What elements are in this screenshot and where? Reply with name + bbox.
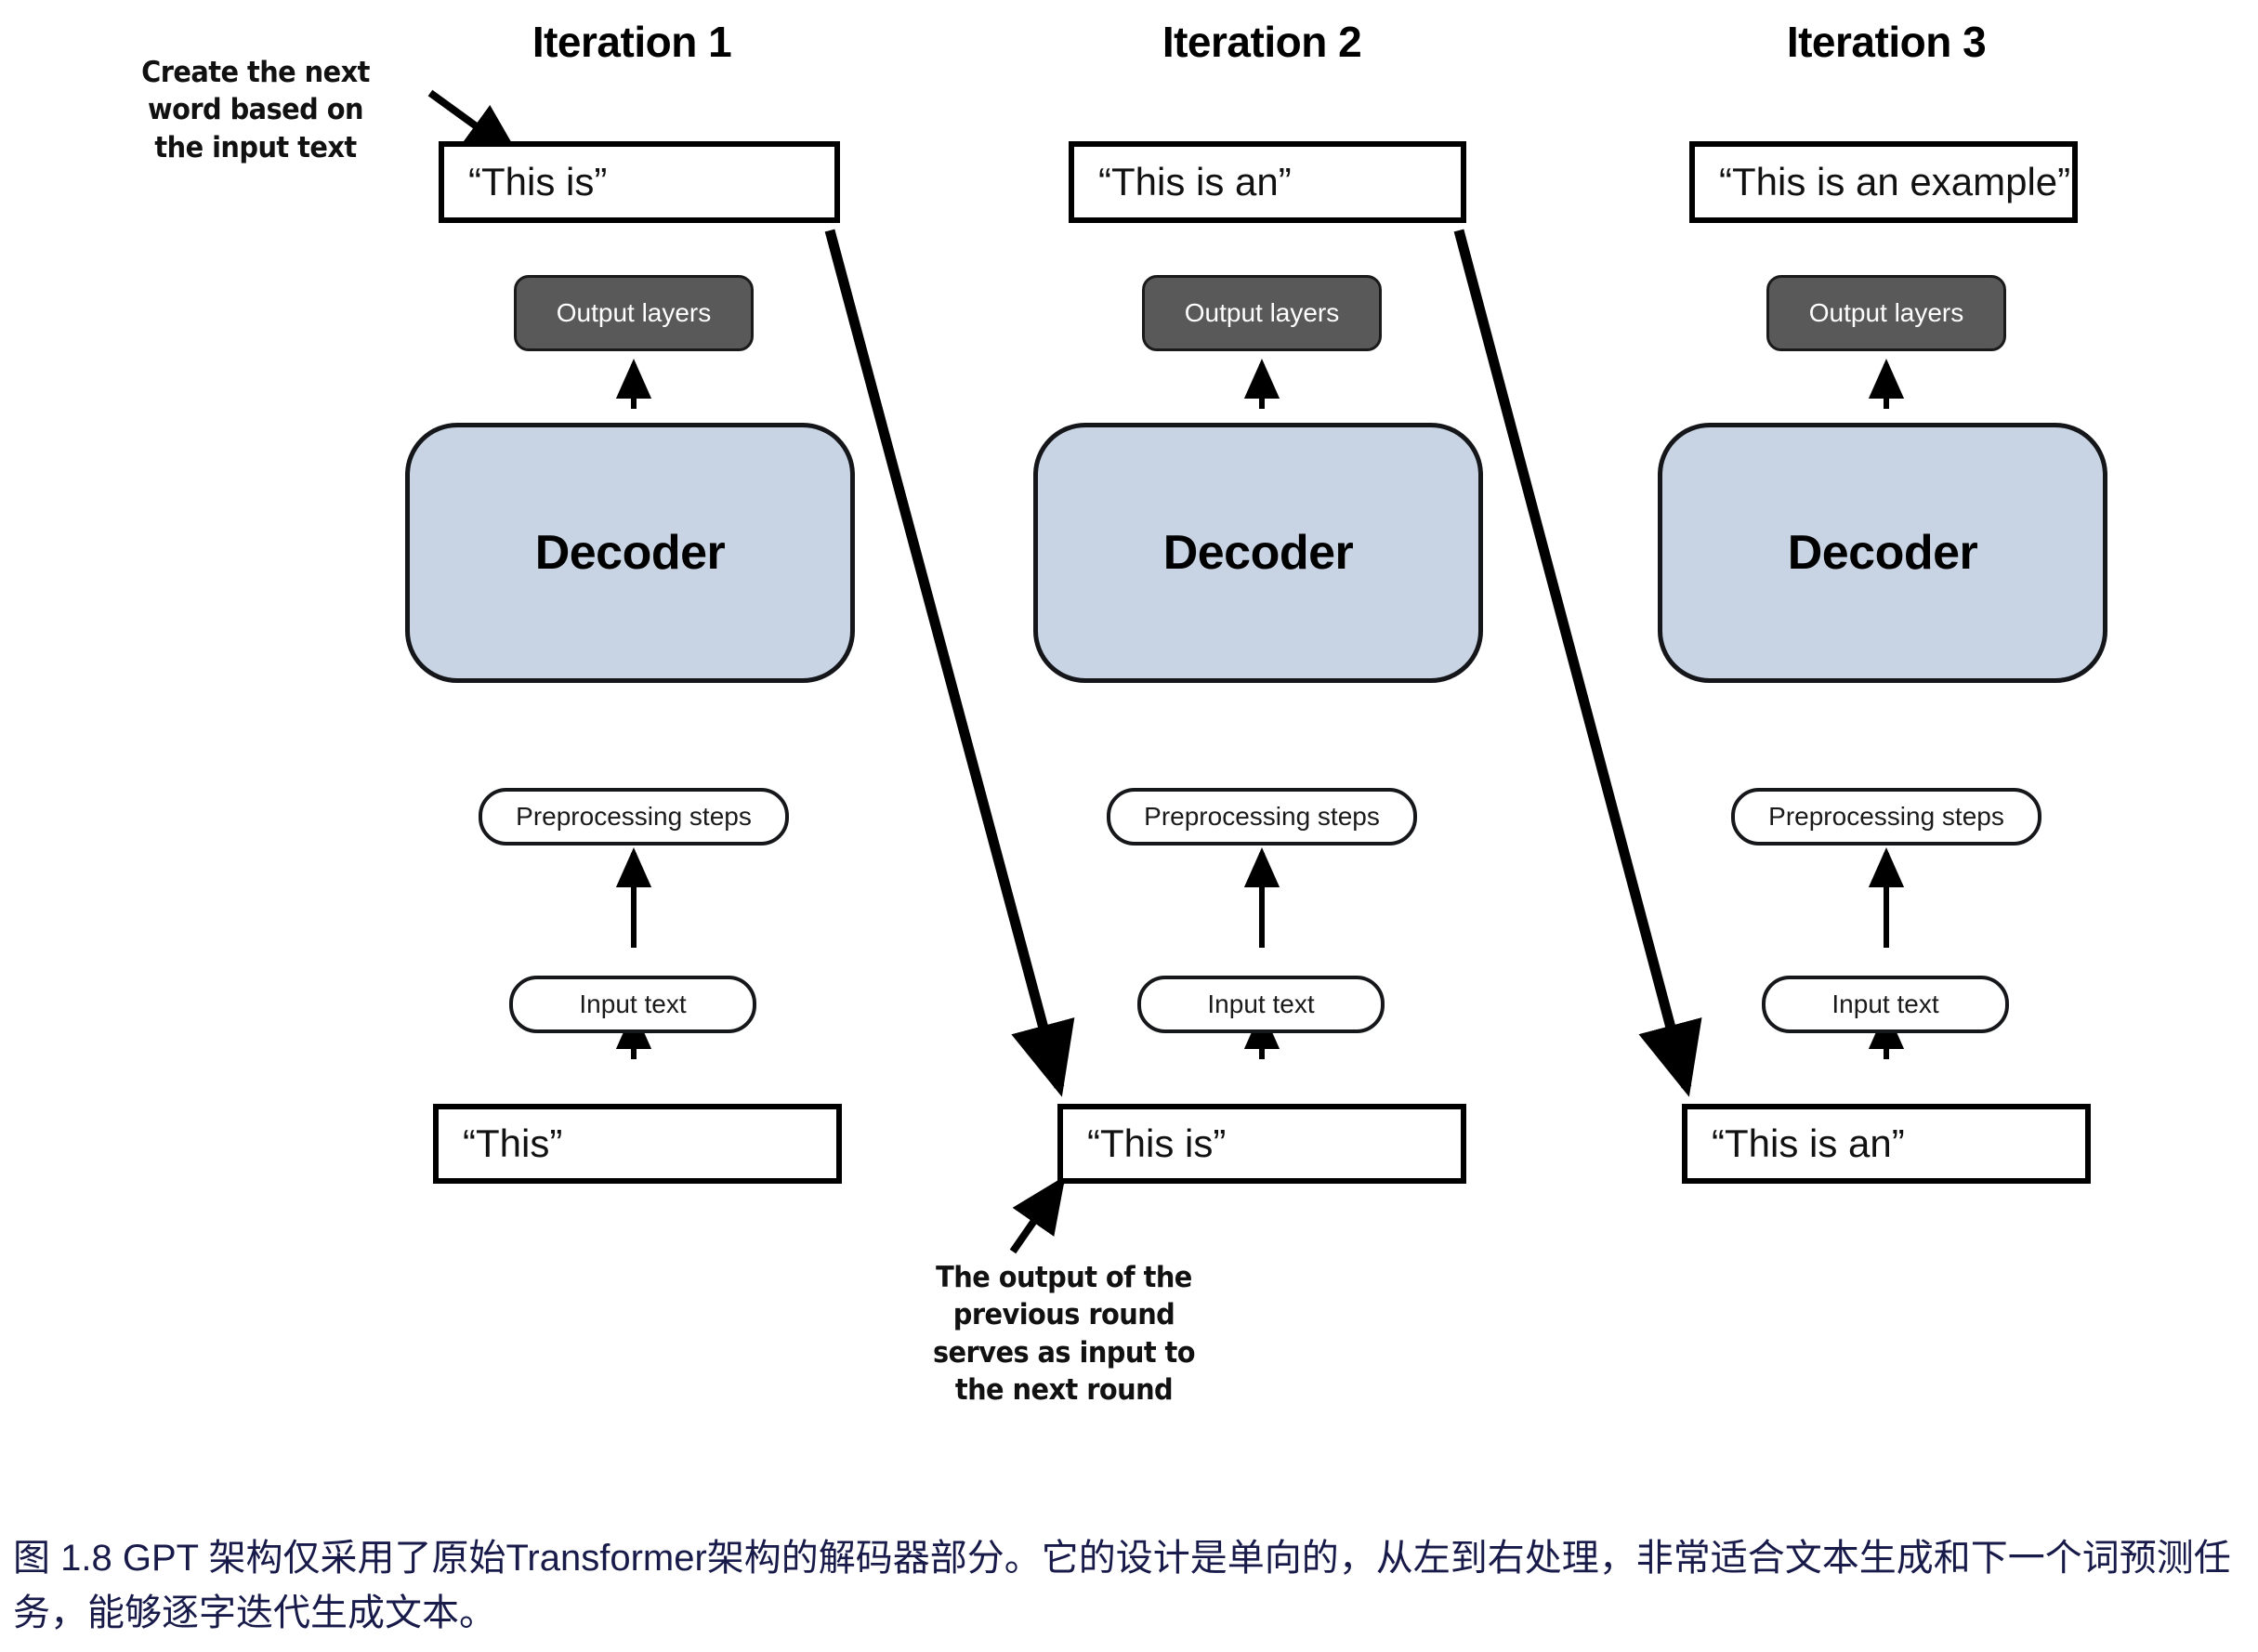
annotation-create-next-word: Create the next word based on the input … (141, 56, 370, 164)
column-title-iteration-2: Iteration 2 (1162, 18, 1362, 66)
iteration-2-preprocessing-steps: Preprocessing steps (1107, 788, 1417, 846)
iteration-1-preprocessing-steps: Preprocessing steps (479, 788, 789, 846)
iteration-1-output-box: “This is” (439, 141, 840, 223)
iteration-3-output-layers: Output layers (1766, 275, 2006, 351)
feedback-arrow-1-to-2 (824, 229, 1075, 1097)
iteration-3-decoder: Decoder (1658, 423, 2107, 683)
iteration-1-decoder: Decoder (405, 423, 855, 683)
iteration-2-output-box: “This is an” (1069, 141, 1466, 223)
column-title-iteration-1: Iteration 1 (532, 18, 732, 66)
figure-caption: 图 1.8 GPT 架构仅采用了原始Transformer架构的解码器部分。它的… (13, 1538, 2231, 1634)
iteration-3-input-text: Input text (1762, 976, 2009, 1033)
feedback-arrow-2-to-3 (1453, 229, 1702, 1097)
iteration-1-output-layers: Output layers (514, 275, 754, 351)
iteration-3-preprocessing-steps: Preprocessing steps (1731, 788, 2041, 846)
iteration-1-input-box: “This” (433, 1104, 842, 1184)
iteration-1-input-text: Input text (509, 976, 756, 1033)
iteration-3-input-box: “This is an” (1682, 1104, 2091, 1184)
iteration-2-output-layers: Output layers (1142, 275, 1382, 351)
iteration-2-input-text: Input text (1137, 976, 1385, 1033)
iteration-2-decoder: Decoder (1033, 423, 1483, 683)
iteration-2-input-box: “This is” (1057, 1104, 1466, 1184)
callout-arrow-bottom (1009, 1175, 1066, 1254)
iteration-3-output-box: “This is an example” (1689, 141, 2078, 223)
annotation-output-feeds-next-round: The output of the previous round serves … (932, 1261, 1196, 1407)
column-title-iteration-3: Iteration 3 (1786, 18, 1987, 66)
